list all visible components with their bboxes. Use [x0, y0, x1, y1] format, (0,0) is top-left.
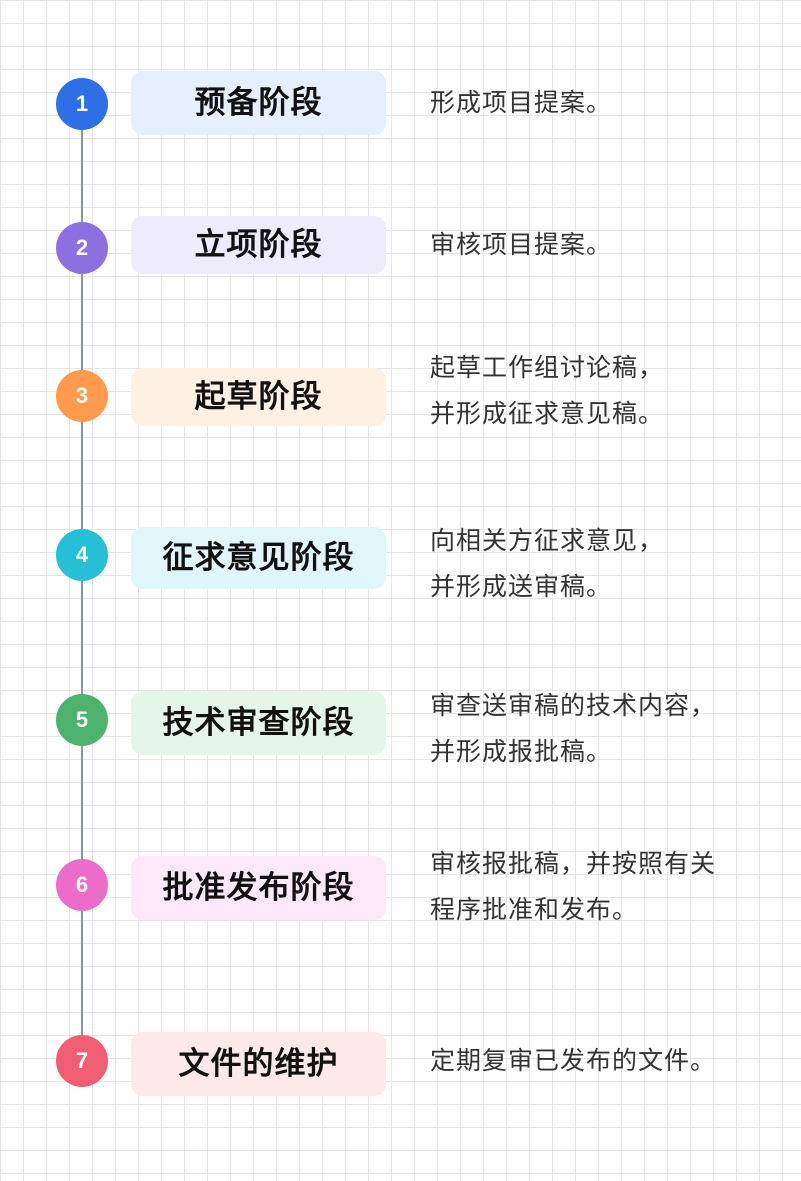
step-label: 批准发布阶段: [131, 856, 386, 920]
step-description: 审核项目提案。: [430, 222, 780, 268]
description-line: 起草工作组讨论稿，: [430, 353, 665, 382]
step-number-badge: 3: [56, 370, 108, 422]
step-description: 起草工作组讨论稿， 并形成征求意见稿。: [430, 345, 780, 437]
step-number-badge: 4: [56, 529, 108, 581]
step-number-badge: 5: [56, 694, 108, 746]
step-label: 技术审查阶段: [131, 691, 386, 755]
step-description: 定期复审已发布的文件。: [430, 1038, 780, 1084]
step-number-badge: 1: [56, 78, 108, 130]
step-label: 预备阶段: [131, 71, 386, 135]
step-label: 征求意见阶段: [131, 527, 386, 589]
step-description: 形成项目提案。: [430, 80, 780, 126]
step-number-badge: 7: [56, 1035, 108, 1087]
description-line: 审核报批稿，并按照有关: [430, 849, 717, 878]
description-line: 形成项目提案。: [430, 88, 613, 117]
step-number-badge: 6: [56, 859, 108, 911]
step-description: 审核报批稿，并按照有关 程序批准和发布。: [430, 841, 780, 933]
step-label: 立项阶段: [131, 216, 386, 274]
description-line: 向相关方征求意见，: [430, 526, 665, 555]
step-number-badge: 2: [56, 222, 108, 274]
step-label: 起草阶段: [131, 368, 386, 426]
step-label: 文件的维护: [131, 1032, 386, 1096]
description-line: 并形成报批稿。: [430, 737, 613, 766]
description-line: 审查送审稿的技术内容，: [430, 691, 717, 720]
description-line: 并形成征求意见稿。: [430, 399, 665, 428]
description-line: 程序批准和发布。: [430, 895, 639, 924]
step-description: 审查送审稿的技术内容， 并形成报批稿。: [430, 683, 780, 775]
timeline-connector: [81, 104, 83, 1062]
description-line: 定期复审已发布的文件。: [430, 1046, 717, 1075]
step-description: 向相关方征求意见， 并形成送审稿。: [430, 518, 780, 610]
description-line: 审核项目提案。: [430, 230, 613, 259]
description-line: 并形成送审稿。: [430, 572, 613, 601]
